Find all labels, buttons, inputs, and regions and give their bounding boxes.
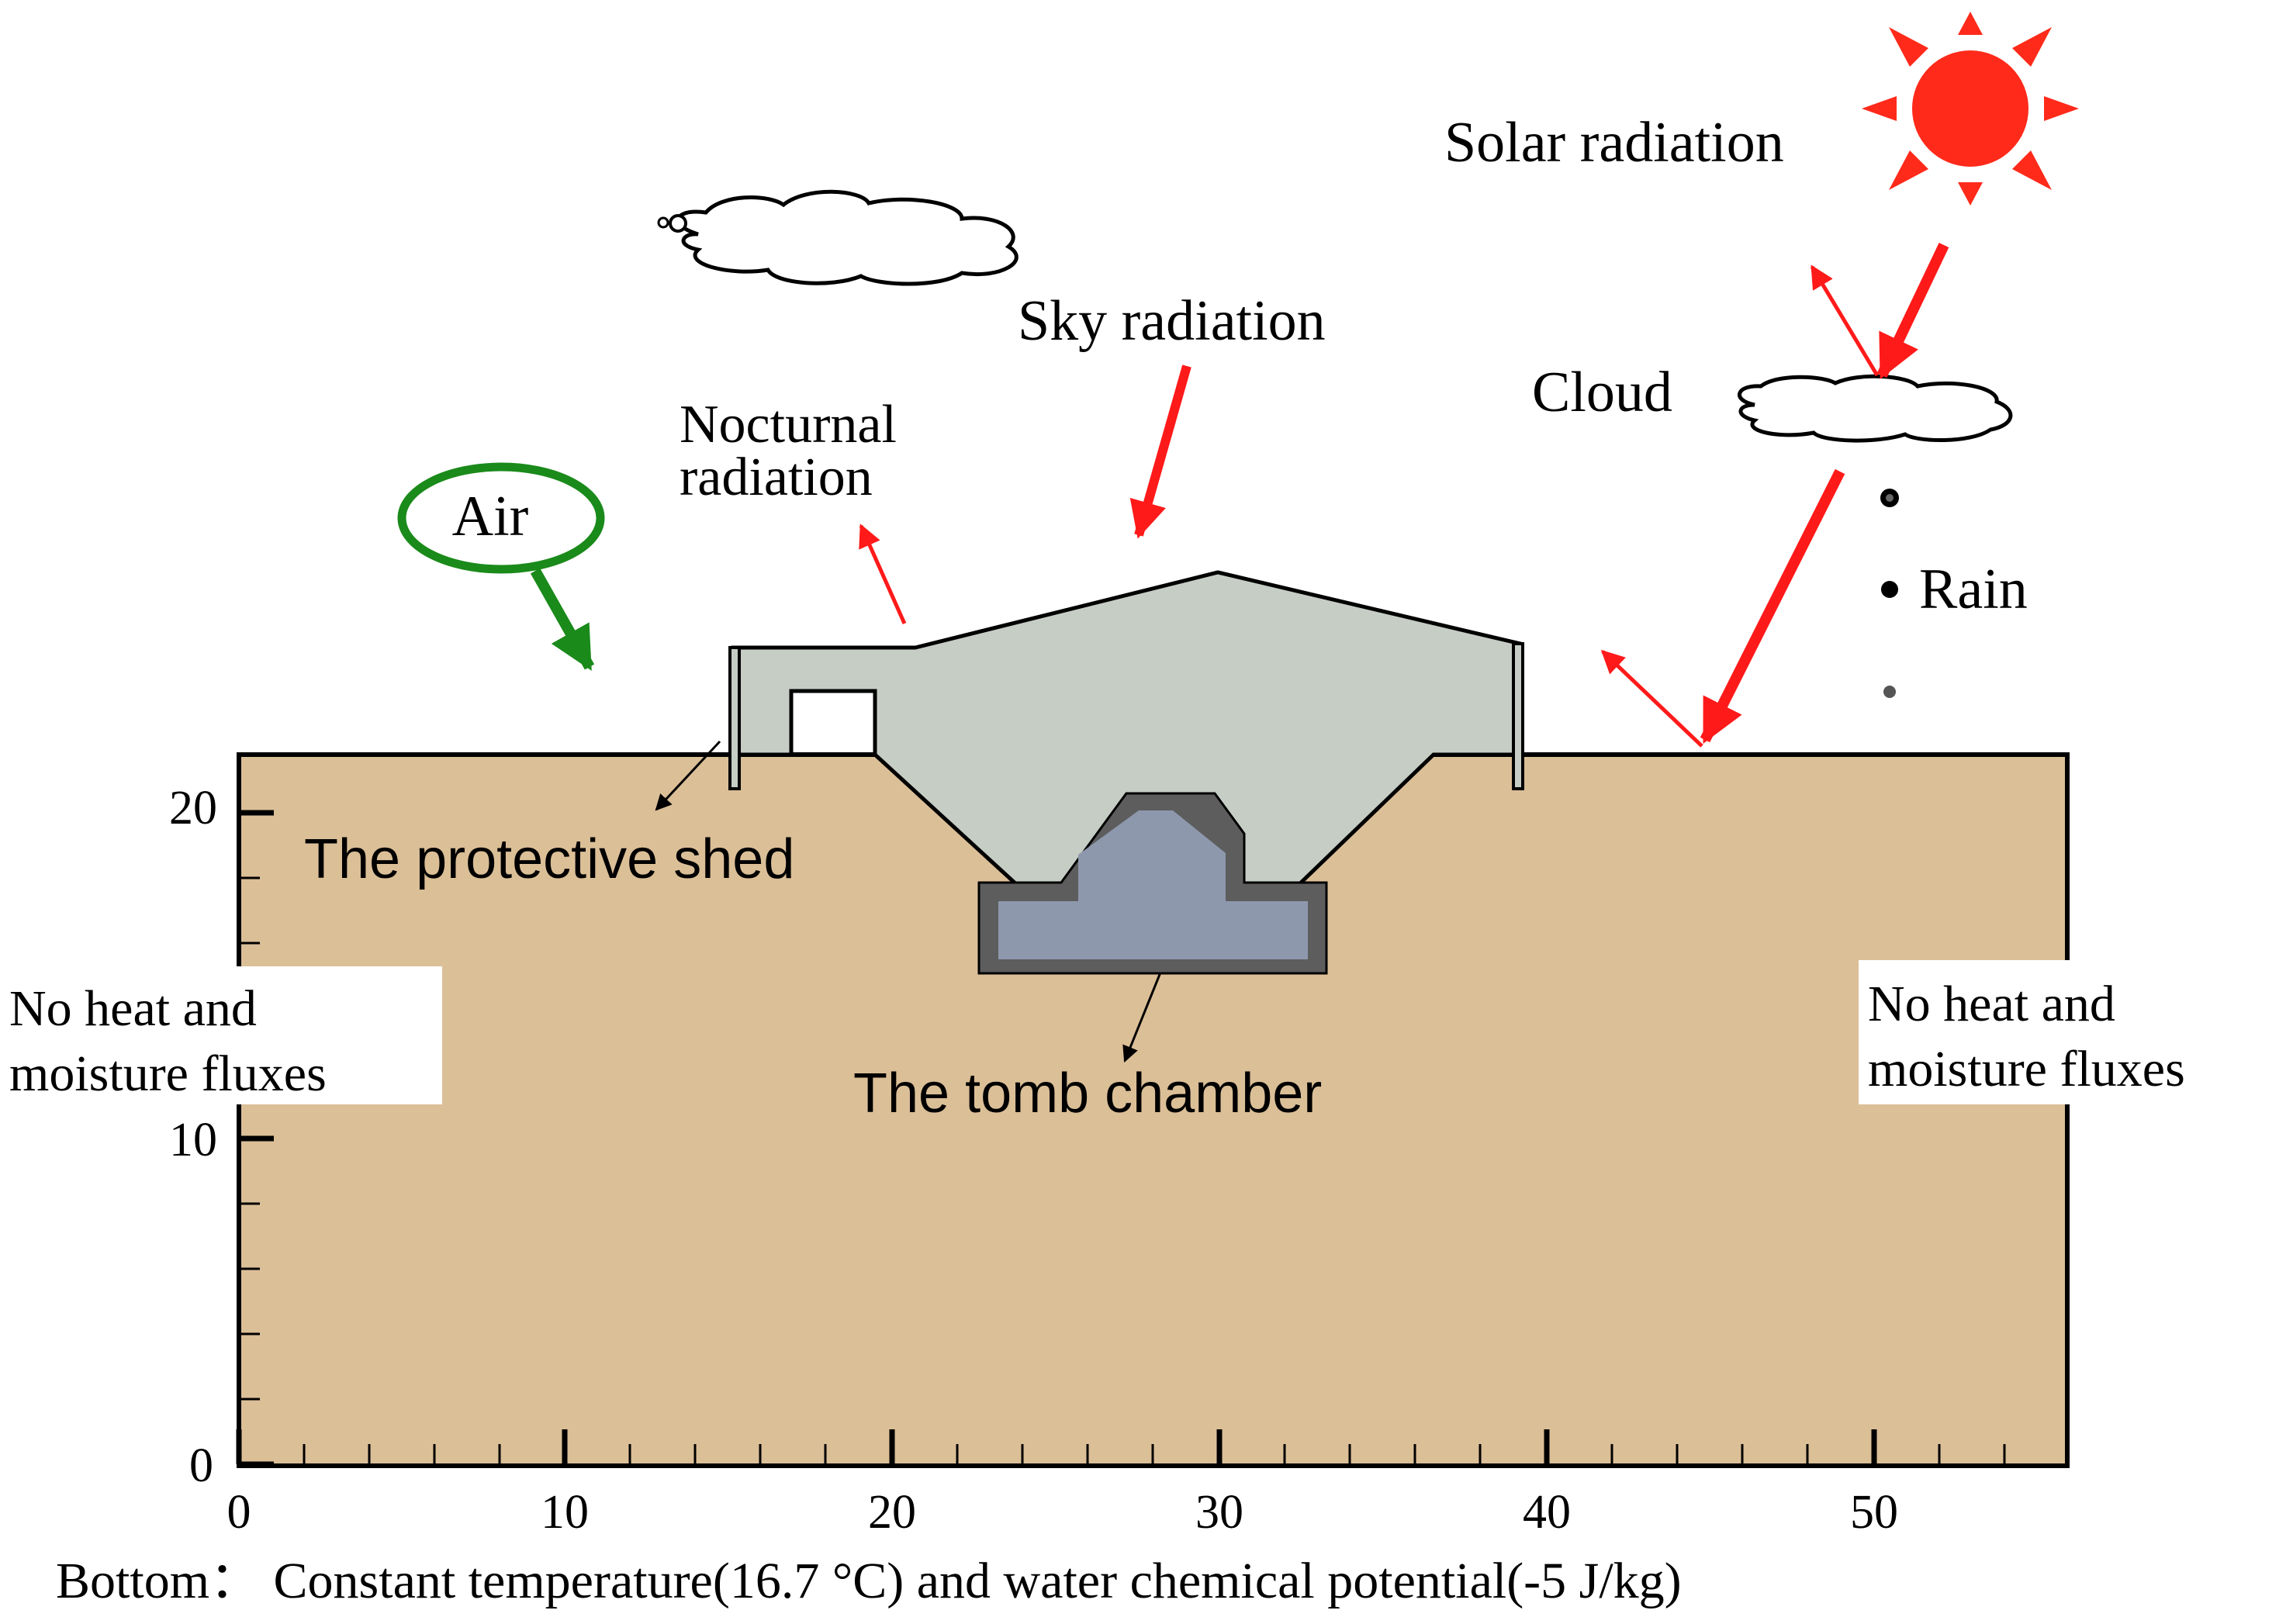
ground-reflection-arrow	[1600, 649, 1703, 748]
x-tick-label: 50	[1850, 1486, 1898, 1539]
protective-shed-pointer	[655, 740, 721, 811]
air-bubble	[397, 462, 605, 574]
right-boundary-label: moisture fluxes	[1868, 1041, 2185, 1097]
rain-drop-icon	[1886, 494, 1894, 502]
solar-radiation-arrow	[1876, 242, 1949, 380]
shed-left-post	[728, 646, 741, 790]
tomb-chamber	[998, 810, 1308, 959]
x-axis	[236, 1429, 2006, 1464]
y-tick-label: 10	[169, 1114, 217, 1166]
cloud-icon	[1738, 374, 2013, 443]
cloud-icon	[676, 189, 1019, 286]
shed-right-post	[1512, 642, 1524, 790]
ground-radiation-arrow	[1700, 468, 1845, 745]
cloud-label: Cloud	[1532, 361, 1672, 424]
cloud-icon	[669, 214, 687, 233]
left-boundary-label: moisture fluxes	[9, 1045, 327, 1102]
cloud-reflection-arrow	[1810, 264, 1880, 377]
tomb-chamber-label: The tomb chamber	[853, 1063, 1322, 1125]
air-arrow	[530, 568, 595, 671]
x-tick-label: 20	[868, 1486, 916, 1539]
right-boundary-label: No heat and	[1868, 976, 2115, 1032]
x-tick-label: 0	[227, 1486, 251, 1539]
left-boundary-box	[0, 966, 442, 1104]
right-boundary-box	[1859, 960, 2293, 1104]
cloud-icon	[657, 216, 669, 229]
nocturnal-radiation-label: Nocturnal	[680, 395, 897, 454]
y-tick-label: 0	[189, 1439, 213, 1492]
nocturnal-radiation-label: radiation	[680, 447, 873, 507]
air-label: Air	[452, 485, 529, 548]
nocturnal-radiation-arrow	[859, 523, 907, 625]
x-tick-label: 40	[1523, 1486, 1571, 1539]
rain-drop-icon	[1883, 686, 1896, 698]
bottom-condition-label: Bottom： Constant temperature(16.7 °C) an…	[56, 1553, 1682, 1609]
left-boundary-label: No heat and	[9, 980, 257, 1037]
x-tick-label: 10	[541, 1486, 589, 1539]
y-tick-label: 20	[169, 782, 217, 834]
rain-label: Rain	[1919, 558, 2028, 621]
rain-drop-icon	[1881, 581, 1898, 598]
sky-radiation-label: Sky radiation	[1018, 289, 1326, 353]
tomb-chamber-pointer	[1122, 972, 1162, 1063]
x-tick-label: 30	[1195, 1486, 1243, 1539]
solar-radiation-label: Solar radiation	[1444, 111, 1784, 174]
sun-icon	[1862, 12, 2079, 206]
sky-radiation-arrow	[1129, 365, 1191, 539]
protective-shed-label: The protective shed	[304, 828, 794, 890]
